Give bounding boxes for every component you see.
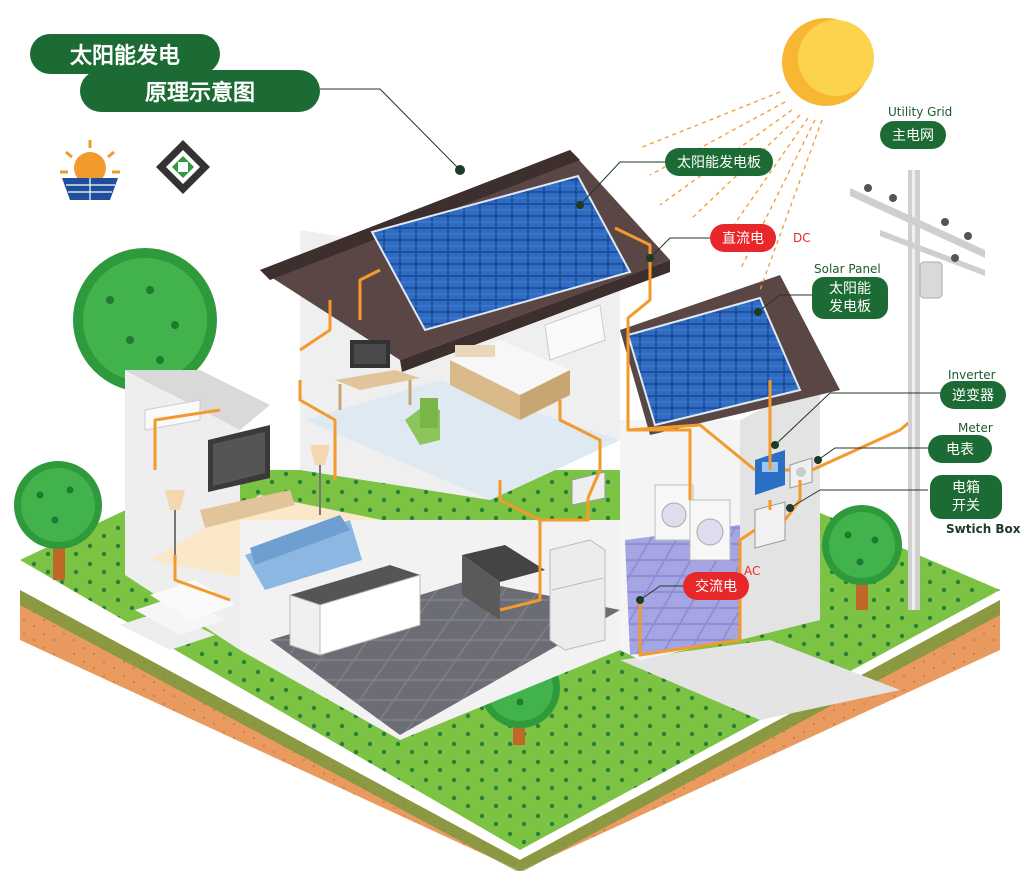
tree-left-small [14, 461, 102, 580]
stove [462, 545, 545, 620]
company-logo-icon [156, 140, 210, 194]
label-meter-cn: 电表 [928, 435, 992, 463]
main-roof [260, 150, 670, 372]
tree-right [822, 505, 902, 610]
label-solar-panel-top: 太阳能发电板 [665, 148, 773, 176]
washing-machines [654, 484, 731, 561]
utility-pole [850, 170, 985, 610]
label-solar-panel-en: Solar Panel [814, 262, 881, 276]
label-inverter-cn: 逆变器 [940, 381, 1006, 409]
sofa [245, 515, 362, 590]
switch-box [754, 501, 786, 549]
tv-cabinet [200, 490, 295, 528]
side-roof [620, 275, 840, 435]
tree-left-large [73, 248, 217, 392]
air-conditioner-left [144, 399, 201, 431]
label-switch-box-cn-line1: 电箱 [952, 480, 980, 496]
green-chair [405, 398, 440, 445]
label-meter-en: Meter [958, 421, 993, 435]
solar-sun-logo-icon [60, 140, 120, 200]
label-switch-box-cn: 电箱 开关 [930, 475, 1002, 519]
refrigerator [549, 539, 606, 651]
meter-box [789, 457, 813, 489]
title-line2: 原理示意图 [80, 70, 320, 112]
stairs [120, 580, 235, 650]
label-utility-grid-en: Utility Grid [888, 105, 953, 119]
label-solar-panel-cn: 太阳能 发电板 [812, 277, 888, 319]
label-switch-box-cn-line2: 开关 [952, 498, 980, 514]
label-solar-panel-cn-line1: 太阳能 [829, 281, 871, 297]
callout-lines [320, 88, 945, 601]
title-line1: 太阳能发电 [30, 34, 220, 74]
callout-dots [455, 165, 822, 604]
sun-icon [782, 18, 874, 106]
wiring [153, 226, 913, 657]
label-inverter-en: Inverter [948, 368, 996, 382]
label-ac: 交流电 [683, 572, 749, 600]
label-switch-box-en: Swtich Box [946, 522, 1021, 536]
label-solar-panel-cn-line2: 发电板 [829, 299, 871, 315]
label-utility-grid-cn: 主电网 [880, 121, 946, 149]
air-conditioner-upper [544, 304, 606, 361]
label-ac-en: AC [744, 564, 761, 578]
tv [208, 425, 270, 492]
label-dc-en: DC [793, 231, 811, 245]
bed [450, 340, 570, 420]
floor-lamps [165, 445, 330, 560]
kitchen-counter [289, 565, 421, 656]
desk-monitor [335, 340, 420, 410]
label-dc: 直流电 [710, 224, 776, 252]
